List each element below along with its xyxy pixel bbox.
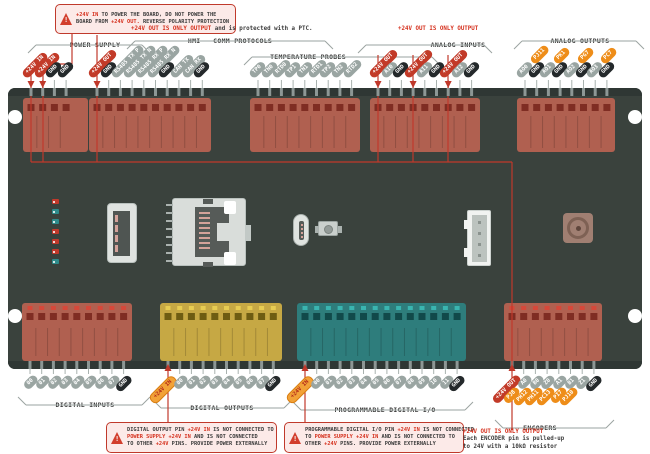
- note-text: TO POWER THE BOARD, DO NOT POWER THE: [98, 12, 217, 18]
- usb-a-port: [107, 203, 137, 263]
- note-text: AND IS NOT CONNECTED: [190, 434, 258, 440]
- note-text: +24V OUT IS ONLY OUTPUT: [398, 26, 479, 32]
- antenna-connector: [563, 213, 593, 243]
- note-text: OTHER: [305, 441, 325, 447]
- note-text: POWER SUPPLY +24V IN: [314, 434, 379, 440]
- terminal-block-temperature-probes: [250, 98, 360, 152]
- pin-programmable-digital-io-0: +24V IN: [284, 374, 316, 406]
- note-text: +24V OUT IS ONLY OUTPUT: [463, 429, 544, 435]
- note-text: +24V IN: [397, 427, 420, 433]
- note-text: IS NOT CONNECTED: [419, 427, 475, 433]
- section-label-digital-inputs: DIGITAL INPUTS: [52, 401, 118, 409]
- micro-usb-port: [293, 214, 309, 246]
- jst-connector: [464, 210, 491, 266]
- section-label-hmi-comm-protocols: HMI - COMM PROTOCOLS: [184, 37, 276, 45]
- note-text: BOARD FROM: [76, 19, 112, 25]
- note-line: to 24V with a 10kΩ resistor: [463, 444, 564, 451]
- section-label-digital-outputs: DIGITAL OUTPUTS: [187, 404, 257, 412]
- ptc-note: +24V OUT IS ONLY OUTPUT and is protected…: [131, 26, 313, 33]
- note-line: +24V OUT IS ONLY OUTPUT: [463, 429, 564, 436]
- ethernet-port: [166, 198, 251, 267]
- note-text: POWER SUPPLY +24V IN: [127, 434, 191, 440]
- ethernet-slot: [195, 207, 229, 257]
- status-leds: [52, 199, 59, 264]
- section-label-analog-outputs: ANALOG OUTPUTS: [547, 37, 613, 45]
- note-text: DIGITAL OUTPUT PIN: [127, 427, 188, 433]
- board-top-edge: [8, 88, 642, 96]
- board-bottom-edge: [8, 361, 642, 369]
- pin-temperature-probes-8: RTD2: [341, 57, 364, 80]
- pin-pill-rtd2: RTD2: [341, 57, 363, 80]
- note-text: PINS. PROVIDE POWER EXTERNALLY: [336, 441, 436, 447]
- warning-icon: !: [111, 431, 123, 444]
- digital-outputs-warning-box: ! DIGITAL OUTPUT PIN +24V IN IS NOT CONN…: [106, 422, 277, 453]
- power-warning-box: ! +24V IN TO POWER THE BOARD, DO NOT POW…: [55, 4, 236, 34]
- note-text: +24V: [155, 441, 169, 447]
- note-text: +24V IN: [76, 12, 99, 18]
- note-line: DIGITAL OUTPUT PIN +24V IN IS NOT CONNEC…: [127, 427, 274, 434]
- pin-digital-outputs-0: +24V IN: [147, 374, 179, 406]
- note-text: +24V OUT IS ONLY OUTPUT: [131, 26, 212, 32]
- led-teal: [52, 219, 59, 224]
- note-text: +24V: [324, 441, 337, 447]
- section-label-programmable-digital-io: PROGRAMMABLE DIGITAL I/O: [331, 406, 439, 414]
- programmable-io-warning-text: PROGRAMMABLE DIGITAL I/O PIN +24V IN IS …: [305, 427, 474, 448]
- warning-icon: !: [289, 431, 301, 444]
- terminal-block-analog-inputs: [370, 98, 480, 152]
- pin-pill--24v-in: +24V IN: [284, 374, 316, 406]
- led-red: [52, 199, 59, 204]
- terminal-block-hmi-comm-protocols: [89, 98, 211, 152]
- mounting-hole: [8, 309, 22, 323]
- note-text: IS NOT CONNECTED TO: [209, 427, 274, 433]
- note-line: PROGRAMMABLE DIGITAL I/O PIN +24V IN IS …: [305, 427, 474, 434]
- mounting-hole: [8, 110, 22, 124]
- note-text: REVERSE POLARITY PROTECTION: [139, 19, 230, 25]
- terminal-block-encoders: [504, 303, 602, 361]
- note-text: AND IS NOT CONNECTED TO: [378, 434, 455, 440]
- terminal-block-digital-outputs: [160, 303, 282, 361]
- note-line: +24V OUT IS ONLY OUTPUT and is protected…: [131, 26, 313, 33]
- note-line: +24V OUT IS ONLY OUTPUT: [398, 26, 478, 33]
- section-label-power-supply: POWER SUPPLY: [66, 41, 124, 49]
- section-label-analog-inputs: ANALOG INPUTS: [427, 41, 489, 49]
- note-line: POWER SUPPLY +24V IN AND IS NOT CONNECTE…: [127, 434, 274, 441]
- note-text: +24V IN: [187, 427, 210, 433]
- note-line: +24V IN TO POWER THE BOARD, DO NOT POWER…: [76, 12, 229, 19]
- terminal-block-power-supply: [23, 98, 88, 152]
- note-text: Each ENCODER pin is pulled-up: [463, 436, 565, 443]
- note-line: OTHER +24V PINS. PROVIDE POWER EXTERNALL…: [305, 441, 474, 448]
- led-teal: [52, 259, 59, 264]
- terminal-block-digital-inputs: [22, 303, 132, 361]
- note-line: Each ENCODER pin is pulled-up: [463, 436, 564, 443]
- warning-icon: !: [60, 13, 72, 25]
- led-red: [52, 249, 59, 254]
- note-text: TO: [305, 434, 315, 440]
- led-red: [52, 229, 59, 234]
- note-line: TO POWER SUPPLY +24V IN AND IS NOT CONNE…: [305, 434, 474, 441]
- note-text: and is protected with a PTC.: [211, 26, 313, 32]
- terminal-block-programmable-digital-io: [297, 303, 466, 361]
- note-text: +24V OUT.: [111, 19, 140, 25]
- reset-button[interactable]: [315, 221, 342, 236]
- usb-a-slot: [113, 211, 130, 256]
- note-text: PINS. PROVIDE POWER EXTERNALLY: [168, 441, 268, 447]
- analog-inputs-note: +24V OUT IS ONLY OUTPUT: [398, 26, 478, 33]
- mounting-hole: [628, 309, 642, 323]
- note-line: BOARD FROM +24V OUT. REVERSE POLARITY PR…: [76, 19, 229, 26]
- digital-outputs-warning-text: DIGITAL OUTPUT PIN +24V IN IS NOT CONNEC…: [127, 427, 274, 448]
- power-warning-text: +24V IN TO POWER THE BOARD, DO NOT POWER…: [76, 12, 229, 26]
- note-text: TO OTHER: [127, 441, 156, 447]
- led-red: [52, 239, 59, 244]
- pin-pill--24v-in: +24V IN: [147, 374, 179, 406]
- led-teal: [52, 209, 59, 214]
- terminal-block-analog-outputs: [517, 98, 615, 152]
- note-text: PROGRAMMABLE DIGITAL I/O PIN: [305, 427, 398, 433]
- note-line: TO OTHER +24V PINS. PROVIDE POWER EXTERN…: [127, 441, 274, 448]
- mounting-hole: [628, 110, 642, 124]
- programmable-io-warning-box: ! PROGRAMMABLE DIGITAL I/O PIN +24V IN I…: [284, 422, 474, 453]
- note-text: to 24V with a 10kΩ resistor: [463, 443, 558, 450]
